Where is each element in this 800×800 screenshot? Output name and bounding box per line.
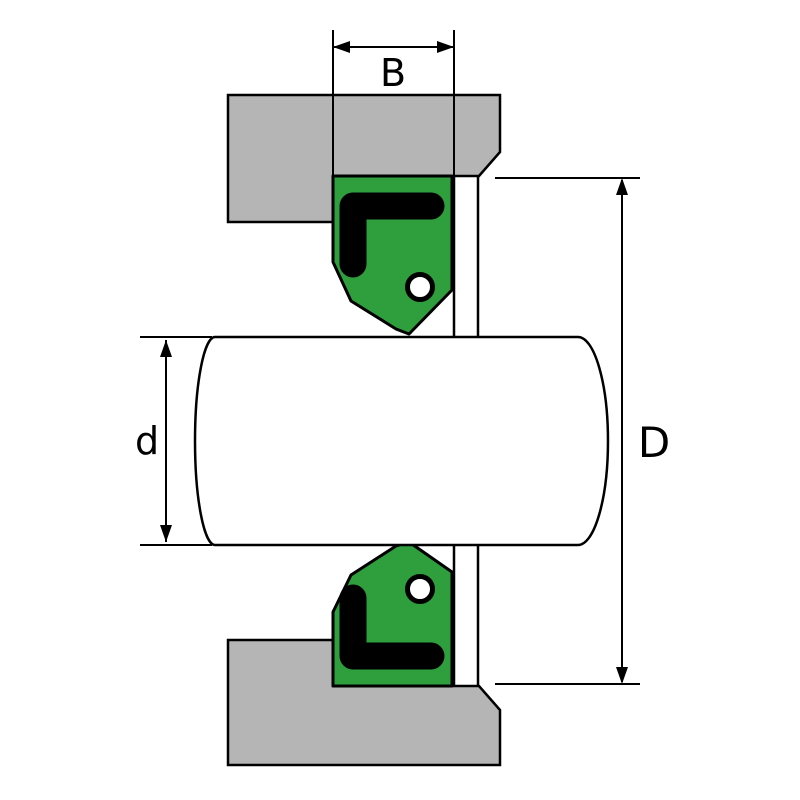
seal-top-rubber-insert xyxy=(339,192,445,278)
seal-bottom-rubber-insert xyxy=(339,584,445,670)
b-arrowhead-right xyxy=(437,41,454,53)
dimension-d-large: D xyxy=(495,177,670,685)
b-label: B xyxy=(380,51,406,95)
d-arrowhead-top xyxy=(160,340,172,357)
seal-bottom xyxy=(331,540,454,688)
dimension-b: B xyxy=(332,30,455,176)
housing xyxy=(226,93,502,767)
big-d-arrowhead-top xyxy=(616,178,628,195)
d-label: d xyxy=(135,419,159,463)
big-d-label: D xyxy=(638,418,670,467)
seal-bottom-garter-spring xyxy=(405,574,435,604)
seal-top-garter-spring xyxy=(405,272,435,302)
seal-top xyxy=(331,174,454,336)
dimension-d-small: d xyxy=(135,336,212,546)
b-arrowhead-left xyxy=(333,41,350,53)
big-d-arrowhead-bottom xyxy=(616,667,628,684)
shaft xyxy=(193,335,610,547)
d-arrowhead-bottom xyxy=(160,525,172,542)
